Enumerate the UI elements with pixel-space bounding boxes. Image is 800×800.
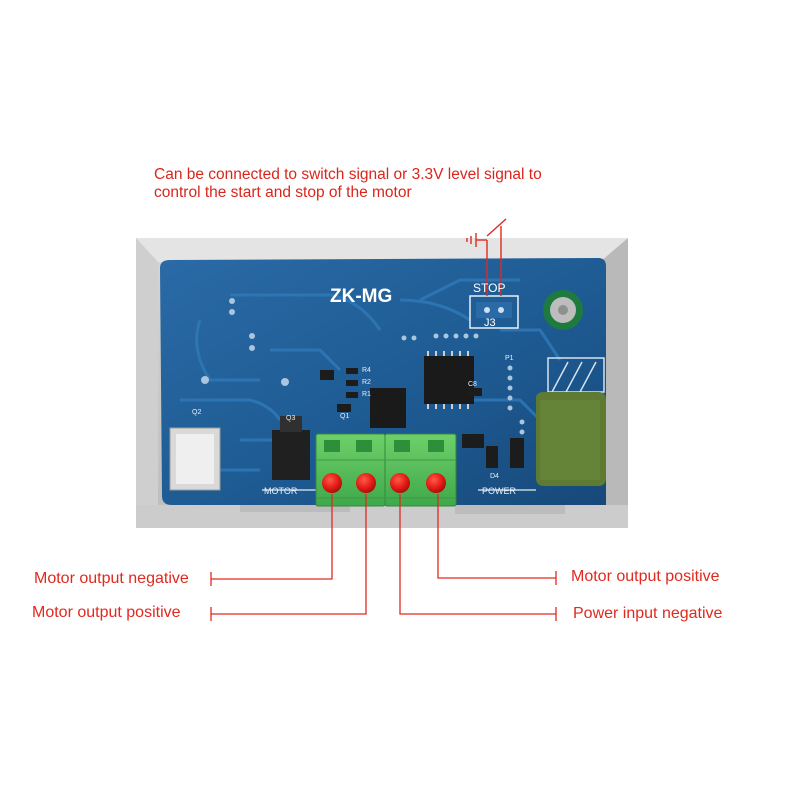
- silk-label-q2: Q2: [192, 409, 201, 416]
- power-silk-label: POWER: [482, 486, 517, 496]
- callout-motor-output-positive-left: Motor output positive: [32, 604, 181, 621]
- callout-motor-output-positive-right: Motor output positive: [571, 568, 720, 585]
- silk-label-d4: D4: [490, 473, 499, 480]
- screw-terminal-2: [356, 473, 376, 493]
- pcb: [160, 258, 606, 505]
- stop-label: STOP: [473, 281, 505, 295]
- silk-label-r4: R4: [362, 367, 371, 374]
- screw-terminal-4: [426, 473, 446, 493]
- j3-label: J3: [484, 317, 496, 329]
- callout-motor-output-negative: Motor output negative: [34, 570, 189, 587]
- screw-terminal-1: [322, 473, 342, 493]
- silk-label-q3: Q3: [286, 415, 295, 422]
- silk-label-r2: R2: [362, 379, 371, 386]
- leader-motor-output-negative: [210, 494, 333, 586]
- callout-power-input-negative: Power input negative: [573, 605, 723, 622]
- silk-label-r1: R1: [362, 391, 371, 398]
- screw-terminal-3: [390, 473, 410, 493]
- silk-label-q1: Q1: [340, 413, 349, 420]
- silk-label-c8: C8: [468, 381, 477, 388]
- signal-note-line-2: control the start and stop of the motor: [154, 184, 412, 201]
- signal-note-line-1: Can be connected to switch signal or 3.3…: [154, 166, 542, 183]
- board-model-label: ZK-MG: [330, 286, 392, 307]
- switch-symbol: [466, 218, 507, 296]
- leader-motor-output-positive-right: [437, 494, 557, 585]
- leader-motor-output-positive-left: [210, 494, 367, 621]
- leader-power-input-negative: [399, 494, 557, 621]
- terminal-blocks: [315, 433, 457, 507]
- silk-label-p1: P1: [505, 355, 514, 362]
- motor-silk-label: MOTOR: [264, 486, 298, 496]
